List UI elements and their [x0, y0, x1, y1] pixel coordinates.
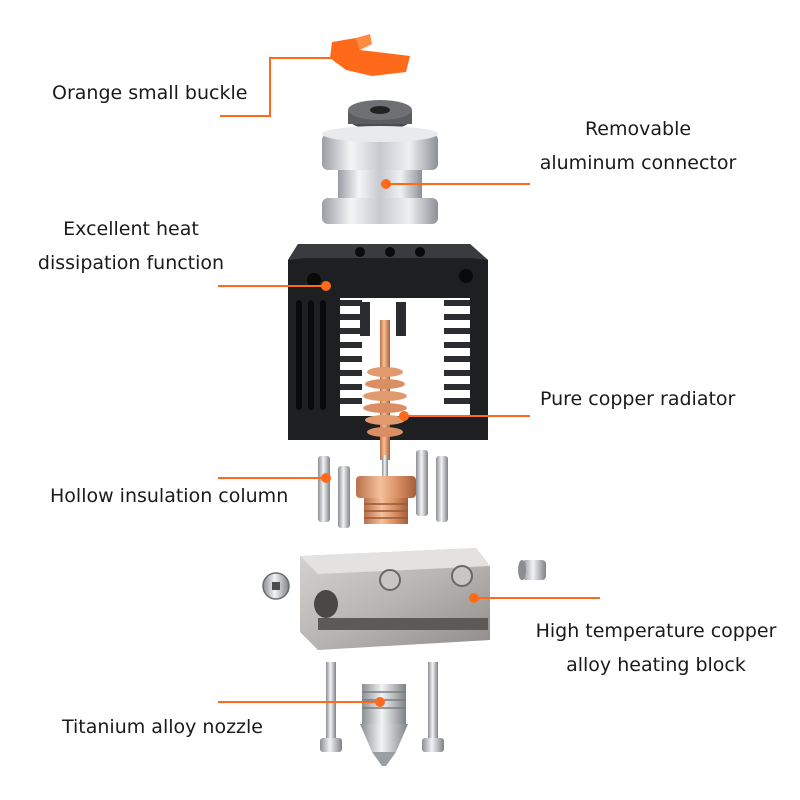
label-orange-buckle: Orange small buckle [52, 82, 248, 104]
label-heat-dissipation-line1: Excellent heat [63, 218, 199, 240]
copper-radiator-part [363, 320, 407, 481]
callout-line-buckle [220, 57, 342, 117]
label-aluminum-connector-line1: Removable [584, 118, 692, 140]
heating-block-part [262, 548, 546, 650]
label-nozzle: Titanium alloy nozzle [62, 716, 263, 738]
label-heat-dissipation-line2: dissipation function [37, 252, 225, 274]
callout-dots [321, 53, 479, 707]
nozzle-part [320, 662, 444, 766]
label-aluminum-connector-line2: aluminum connector [539, 152, 737, 174]
label-heat-dissipation: Excellent heat dissipation function [34, 212, 228, 280]
label-heating-block: High temperature copper alloy heating bl… [534, 614, 778, 682]
orange-buckle-part [330, 34, 410, 76]
label-copper-radiator: Pure copper radiator [540, 388, 736, 410]
callout-lines [218, 57, 600, 703]
label-insulation-column: Hollow insulation column [50, 485, 289, 507]
label-aluminum-connector: Removable aluminum connector [538, 112, 738, 180]
label-heating-block-line1: High temperature copper [535, 620, 777, 642]
threaded-throat-part [356, 476, 416, 524]
label-heating-block-line2: alloy heating block [566, 654, 746, 676]
aluminum-connector-part [322, 100, 438, 224]
insulation-columns-part [318, 450, 448, 528]
